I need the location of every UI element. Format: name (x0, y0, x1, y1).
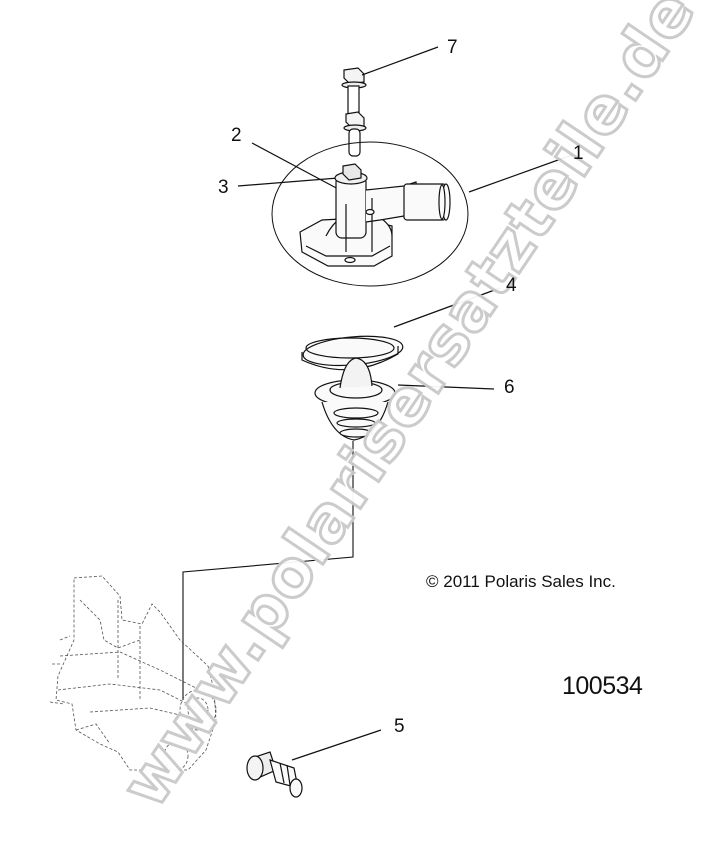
diagram-part-number: 100534 (562, 672, 643, 700)
copyright-notice: © 2011 Polaris Sales Inc. (426, 572, 616, 591)
bolt-part-7-upper (341, 67, 367, 115)
leader-line-4 (393, 287, 501, 328)
leader-line-5 (291, 729, 382, 761)
leader-line-7 (361, 46, 439, 76)
callout-4: 4 (506, 275, 517, 296)
bolt-part-7-lower (343, 111, 367, 157)
callout-5: 5 (394, 716, 405, 737)
routing-line (182, 441, 354, 700)
leader-line-3 (237, 177, 339, 187)
leader-line-6 (397, 384, 495, 390)
thermostat-part-6 (314, 357, 396, 441)
leader-line-1 (468, 154, 573, 193)
engine-block-ghost (49, 575, 217, 771)
callout-3: 3 (218, 177, 229, 198)
callout-6: 6 (504, 377, 515, 398)
callout-2: 2 (231, 125, 242, 146)
assembly-outline (271, 141, 469, 287)
thermostat-housing-part-1 (299, 163, 451, 267)
callout-7: 7 (447, 37, 458, 58)
callout-1: 1 (573, 143, 584, 164)
hose-fitting-part-5 (246, 751, 303, 798)
